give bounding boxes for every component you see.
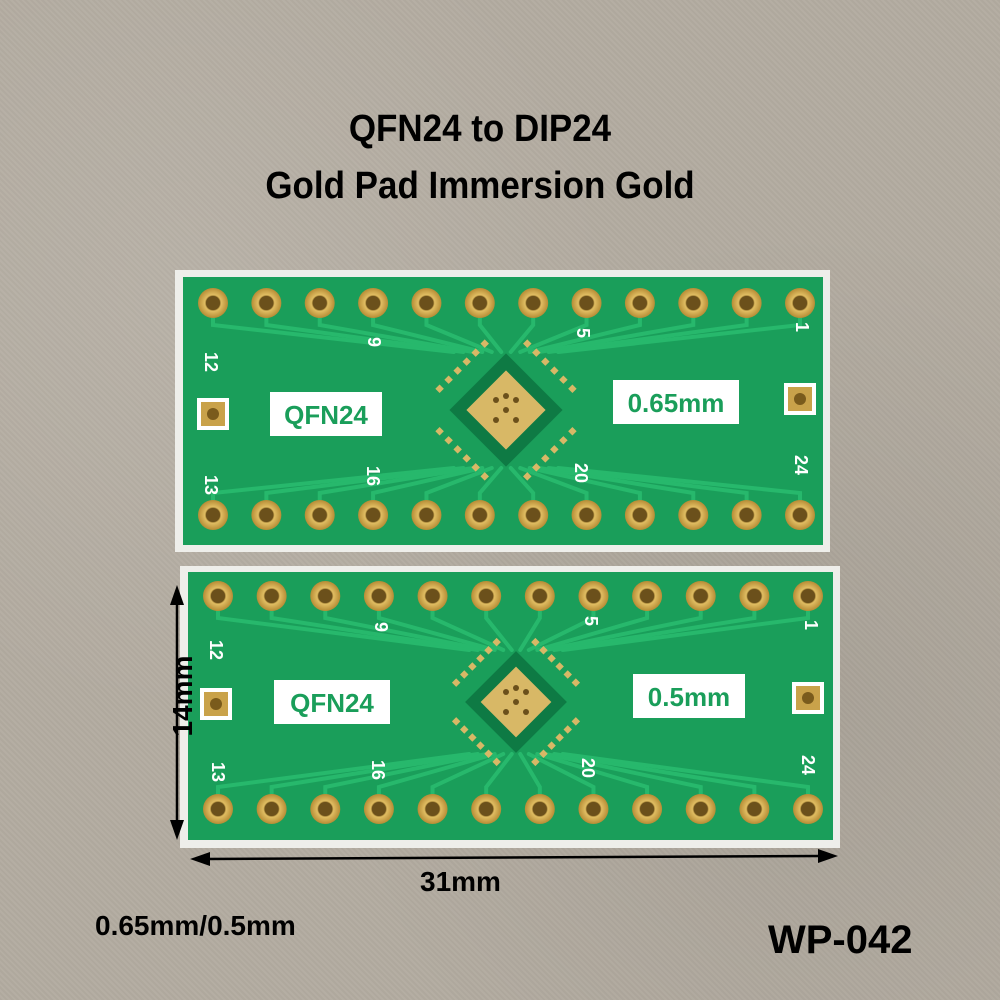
height-dimension-label: 14mm <box>167 655 198 737</box>
board1-pin-24: 24 <box>791 455 811 475</box>
board1-pitch-label: 0.65mm <box>628 388 725 418</box>
board2-pin-5: 5 <box>581 616 601 626</box>
board1-pin-9: 9 <box>364 337 384 347</box>
board2-pin-9: 9 <box>371 622 391 632</box>
adapter-board-0.5mm: QFN24 0.5mm 12 9 5 1 13 16 20 24 <box>180 566 840 848</box>
height-dimension-arrow <box>170 585 184 840</box>
board2-pitch-label: 0.5mm <box>648 682 730 712</box>
board1-chip-label: QFN24 <box>284 400 368 430</box>
board2-pin-16: 16 <box>368 760 388 780</box>
board2-pin-12: 12 <box>206 640 226 660</box>
board2-pin-1: 1 <box>801 620 821 630</box>
adapter-board-0.65mm: QFN24 0.65mm 12 9 5 1 13 16 20 24 <box>175 270 830 552</box>
title-line-2: Gold Pad Immersion Gold <box>265 165 695 207</box>
board1-pin-20: 20 <box>571 463 591 483</box>
board2-pin-20: 20 <box>578 758 598 778</box>
width-dimension-arrow <box>190 849 838 866</box>
board2-pin-24: 24 <box>798 755 818 775</box>
model-number: WP-042 <box>768 918 913 962</box>
board2-chip-label: QFN24 <box>290 688 374 718</box>
board1-pin-13: 13 <box>201 475 221 495</box>
pitch-caption: 0.65mm/0.5mm <box>95 910 296 941</box>
board1-pin-1: 1 <box>792 322 812 332</box>
title-line-1: QFN24 to DIP24 <box>348 108 612 150</box>
board1-pin-16: 16 <box>363 466 383 486</box>
board1-pin-5: 5 <box>573 328 593 338</box>
board2-pin-13: 13 <box>208 762 228 782</box>
board1-pin-12: 12 <box>201 352 221 372</box>
width-dimension-label: 31mm <box>420 866 501 897</box>
